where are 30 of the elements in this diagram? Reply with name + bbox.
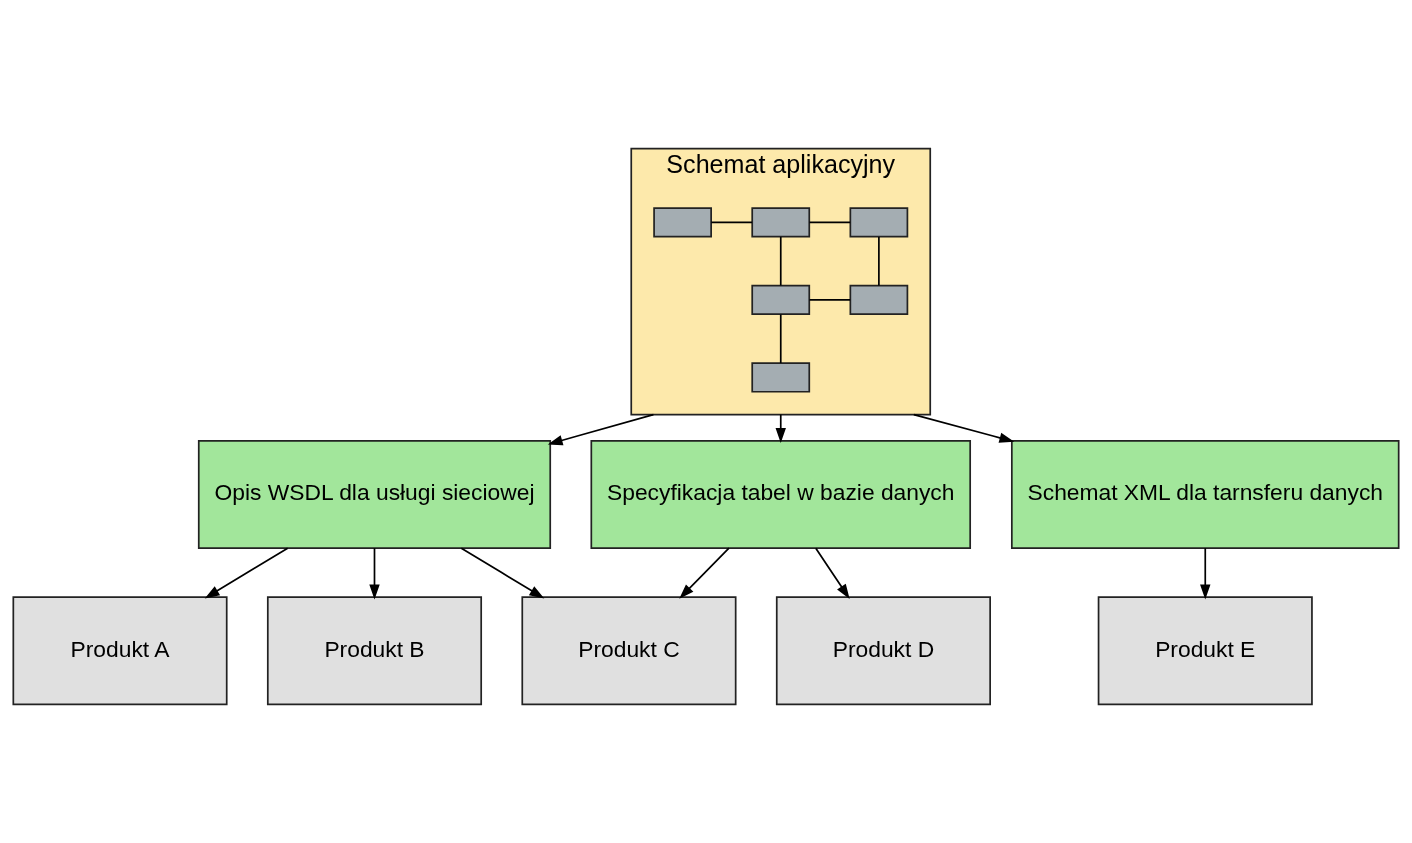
node-box: Produkt A — [12, 595, 228, 705]
arrow — [1200, 546, 1211, 599]
connector — [779, 235, 782, 286]
node-box: Produkt D — [775, 595, 991, 705]
arrow — [912, 413, 1015, 443]
arrow — [775, 413, 786, 443]
arrow — [460, 546, 545, 598]
arrow — [547, 413, 655, 445]
node-box: Produkt E — [1097, 595, 1313, 705]
node-box — [653, 206, 712, 237]
node-box: Specyfikacja tabel w bazie danych — [590, 439, 972, 549]
arrow — [204, 546, 289, 598]
arrow — [679, 546, 730, 599]
node-box — [849, 284, 909, 315]
connector — [808, 298, 851, 301]
connector — [878, 235, 880, 286]
cluster: Schemat aplikacyjny — [630, 147, 932, 415]
connector — [808, 220, 851, 223]
node-box: Schemat XML dla tarnsferu danych — [1010, 439, 1400, 549]
node-box: Opis WSDL dla usługi sieciowej — [197, 439, 552, 549]
arrow — [814, 546, 850, 599]
arrow — [369, 546, 380, 599]
connector — [710, 220, 753, 223]
node-box — [751, 284, 811, 315]
connector — [779, 313, 782, 364]
node-box: Produkt C — [521, 595, 737, 705]
node-box — [751, 206, 811, 237]
node-box — [751, 361, 811, 393]
node-box — [849, 206, 909, 237]
node-box: Produkt B — [266, 595, 483, 705]
